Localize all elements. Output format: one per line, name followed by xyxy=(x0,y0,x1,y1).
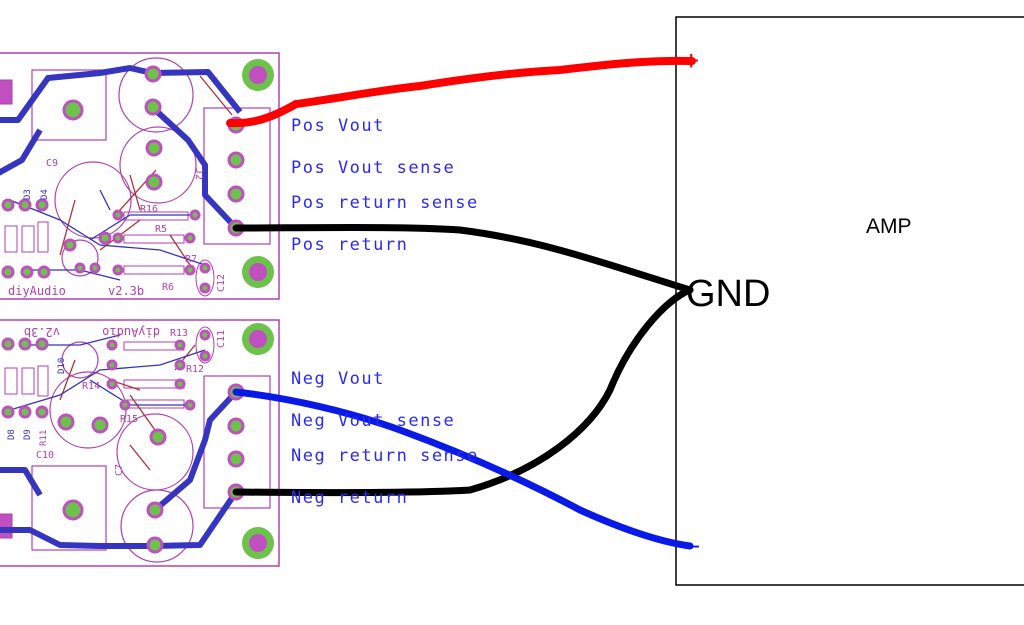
pcb-ref-d10: D10 xyxy=(57,358,67,374)
pcb-ref-d9: D9 xyxy=(23,429,33,440)
pcb-bottom-board: R13 R14 R15 R12 C11 C10 C7 D10 D9 D8 R11… xyxy=(0,319,280,567)
label-pos-vout-sense: Pos Vout sense xyxy=(291,158,455,178)
pcb-ref-r5: R5 xyxy=(155,224,167,235)
pcb-ref-c10: C10 xyxy=(36,450,54,461)
pcb-ref-r16: R16 xyxy=(140,204,158,215)
positive-terminal-sign: + xyxy=(683,45,699,76)
pcb-ref-r13: R13 xyxy=(170,328,188,339)
label-pos-return: Pos return xyxy=(291,235,408,255)
gnd-label: GND xyxy=(686,273,770,315)
pcb-ref-r11: R11 xyxy=(39,430,49,446)
label-neg-vout: Neg Vout xyxy=(291,369,385,389)
pcb-ref-c9: C9 xyxy=(46,158,58,169)
pcb-ref-d3: D3 xyxy=(23,189,33,200)
negative-wire xyxy=(232,388,694,550)
label-neg-return: Neg return xyxy=(291,488,408,508)
pcb-ref-c7: C7 xyxy=(114,464,125,476)
pcb-bottom-brand: diyAudio xyxy=(102,325,160,339)
positive-wire xyxy=(226,56,696,128)
negative-terminal-sign: - xyxy=(692,532,700,559)
pcb-ref-c12: C12 xyxy=(216,274,227,292)
label-neg-return-sense: Neg return sense xyxy=(291,446,479,466)
pcb-bottom-version: v2.3b xyxy=(24,325,60,339)
amp-box xyxy=(675,16,1024,586)
pcb-ref-d4: D4 xyxy=(40,189,50,200)
pcb-top-board: C9 R16 R5 R7 R6 C12 J2 D3 D4 diyAudio v2… xyxy=(0,52,280,300)
label-pos-vout: Pos Vout xyxy=(291,116,385,136)
pcb-top-brand: diyAudio xyxy=(8,284,66,298)
pcb-ref-r14: R14 xyxy=(82,381,100,392)
ground-wire-neg-return xyxy=(232,286,694,497)
pcb-ref-c11: C11 xyxy=(216,330,227,348)
pcb-ref-r7: R7 xyxy=(185,254,197,265)
pcb-ref-r12: R12 xyxy=(186,364,204,375)
pcb-ref-d8: D8 xyxy=(7,429,17,440)
pcb-ref-r15: R15 xyxy=(120,414,138,425)
label-neg-vout-sense: Neg Vout sense xyxy=(291,411,455,431)
pcb-ref-r6: R6 xyxy=(162,282,174,293)
pcb-ref-j2: J2 xyxy=(193,168,204,180)
label-pos-return-sense: Pos return sense xyxy=(291,193,479,213)
amp-title: AMP xyxy=(866,215,912,238)
ground-wire-pos-return xyxy=(232,224,694,294)
pcb-top-version: v2.3b xyxy=(108,284,144,298)
